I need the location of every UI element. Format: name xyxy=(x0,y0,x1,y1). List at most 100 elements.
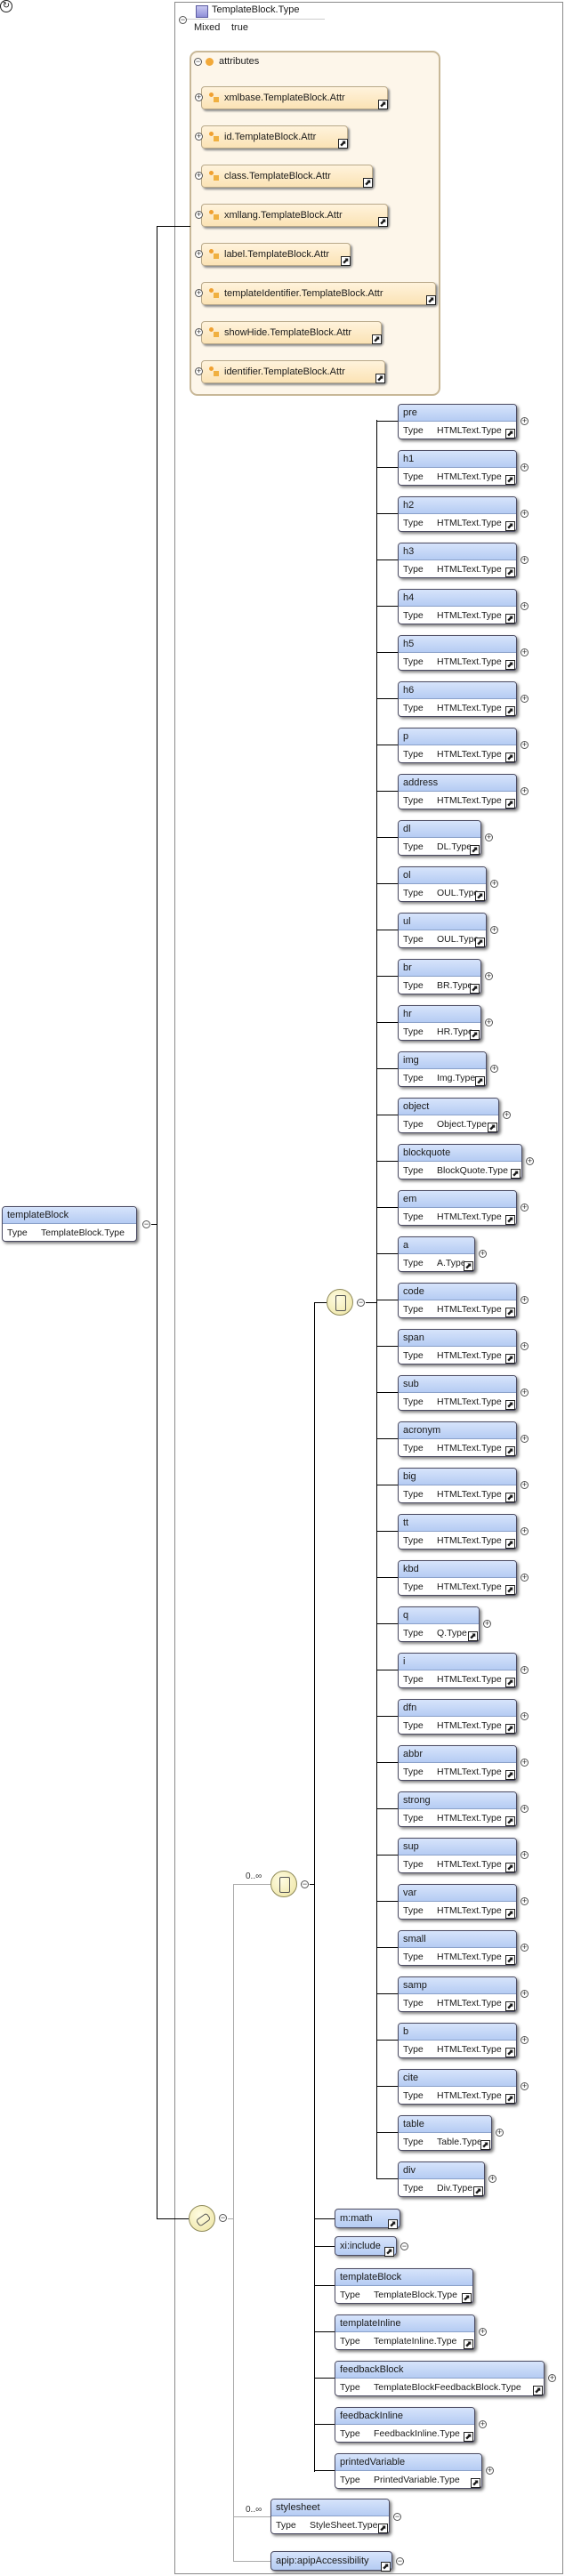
link-icon[interactable]: ⬈ xyxy=(470,845,480,855)
attribute-0[interactable]: xmlbase.TemplateBlock.Attr⬈ xyxy=(201,86,388,109)
element-toggle[interactable]: + xyxy=(521,1804,529,1813)
attribute-toggle[interactable]: + xyxy=(195,249,203,258)
link-icon[interactable]: ⬈ xyxy=(378,2524,388,2533)
sequence-toggle[interactable]: − xyxy=(219,2213,227,2222)
link-icon[interactable]: ⬈ xyxy=(505,1400,515,1410)
link-icon[interactable]: ⬈ xyxy=(505,521,515,531)
link-icon[interactable]: ⬈ xyxy=(464,1261,473,1271)
element-toggle[interactable]: + xyxy=(526,1156,534,1165)
link-icon[interactable]: ⬈ xyxy=(505,1493,515,1502)
link-icon[interactable]: ⬈ xyxy=(505,706,515,716)
link-icon[interactable]: ⬈ xyxy=(505,2094,515,2104)
element-toggle[interactable]: + xyxy=(521,1434,529,1443)
element-toggle[interactable]: + xyxy=(521,601,529,610)
link-icon[interactable]: ⬈ xyxy=(372,334,382,344)
attribute-2[interactable]: class.TemplateBlock.Attr⬈ xyxy=(201,165,373,188)
collapse-type-toggle[interactable]: − xyxy=(179,15,187,24)
element-toggle[interactable]: + xyxy=(479,2419,487,2428)
element-toggle[interactable]: + xyxy=(521,1341,529,1350)
link-icon[interactable]: ⬈ xyxy=(505,1678,515,1687)
link-icon[interactable]: ⬈ xyxy=(505,614,515,624)
link-icon[interactable]: ⬈ xyxy=(505,1724,515,1734)
link-icon[interactable]: ⬈ xyxy=(426,295,436,305)
choice-inner-toggle[interactable]: − xyxy=(357,1298,365,1307)
link-icon[interactable]: ⬈ xyxy=(464,2432,473,2442)
link-icon[interactable]: ⬈ xyxy=(533,2386,543,2395)
element-toggle[interactable]: + xyxy=(521,1711,529,1720)
attribute-toggle[interactable]: + xyxy=(195,93,203,101)
element-toggle[interactable]: + xyxy=(479,1249,487,1258)
recursion-icon[interactable]: ↻ xyxy=(0,0,12,12)
link-icon[interactable]: ⬈ xyxy=(505,1539,515,1549)
link-icon[interactable]: ⬈ xyxy=(505,1955,515,1965)
link-icon[interactable]: ⬈ xyxy=(378,217,388,227)
ref-element-include[interactable]: xi:include xyxy=(335,2236,397,2256)
element-toggle[interactable]: + xyxy=(521,1295,529,1304)
link-icon[interactable]: ⬈ xyxy=(505,568,515,577)
attribute-toggle[interactable]: + xyxy=(195,288,203,297)
link-icon[interactable]: ⬈ xyxy=(475,891,485,901)
link-icon[interactable]: ⬈ xyxy=(381,2562,391,2572)
element-toggle[interactable]: + xyxy=(521,1526,529,1535)
choice-outer-toggle[interactable]: − xyxy=(301,1880,309,1888)
link-icon[interactable]: ⬈ xyxy=(505,2048,515,2057)
link-icon[interactable]: ⬈ xyxy=(505,1816,515,1826)
link-icon[interactable]: ⬈ xyxy=(388,2219,398,2229)
element-toggle[interactable]: + xyxy=(521,463,529,471)
link-icon[interactable]: ⬈ xyxy=(363,178,373,188)
element-toggle[interactable]: + xyxy=(521,2035,529,2044)
element-toggle[interactable]: + xyxy=(485,1018,493,1026)
link-icon[interactable]: ⬈ xyxy=(378,100,388,109)
link-icon[interactable]: ⬈ xyxy=(505,1863,515,1872)
link-icon[interactable]: ⬈ xyxy=(384,2247,394,2257)
link-icon[interactable]: ⬈ xyxy=(375,374,385,383)
element-toggle[interactable]: + xyxy=(521,1989,529,1998)
element-toggle[interactable]: + xyxy=(521,740,529,749)
link-icon[interactable]: ⬈ xyxy=(505,1215,515,1225)
attribute-7[interactable]: identifier.TemplateBlock.Attr⬈ xyxy=(201,360,385,383)
element-toggle[interactable]: + xyxy=(521,694,529,703)
link-icon[interactable]: ⬈ xyxy=(505,429,515,439)
element-toggle[interactable]: + xyxy=(486,2466,494,2475)
stylesheet-toggle[interactable]: − xyxy=(393,2512,401,2521)
element-toggle[interactable]: + xyxy=(521,1850,529,1859)
attribute-3[interactable]: xmllang.TemplateBlock.Attr⬈ xyxy=(201,204,388,227)
link-icon[interactable]: ⬈ xyxy=(505,660,515,670)
element-toggle[interactable]: + xyxy=(521,1573,529,1582)
element-toggle[interactable]: + xyxy=(521,1896,529,1905)
link-icon[interactable]: ⬈ xyxy=(468,1631,478,1641)
element-toggle[interactable]: + xyxy=(485,971,493,980)
link-icon[interactable]: ⬈ xyxy=(470,1030,480,1040)
link-icon[interactable]: ⬈ xyxy=(488,1123,497,1132)
link-icon[interactable]: ⬈ xyxy=(338,139,348,149)
link-icon[interactable]: ⬈ xyxy=(505,799,515,809)
element-toggle[interactable]: + xyxy=(521,1758,529,1767)
ref-element-apip[interactable]: apip:apipAccessibility xyxy=(270,2551,392,2571)
